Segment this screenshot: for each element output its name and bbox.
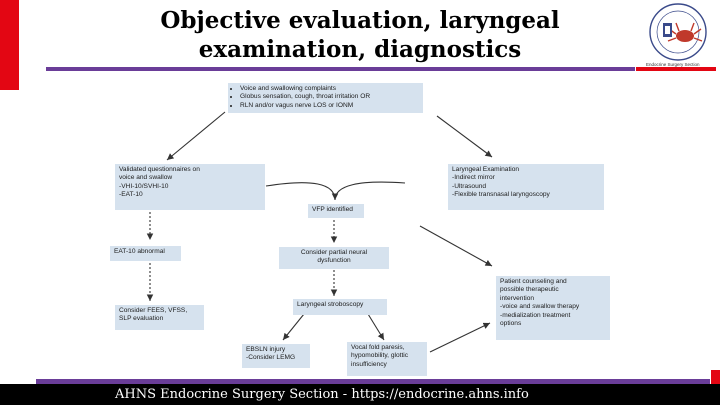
vfp-identified-box: VFP identified	[308, 204, 364, 218]
ebsln-box: EBSLN injury -Consider LEMG	[242, 344, 310, 368]
footer-divider	[36, 379, 710, 384]
partial-line: Consider partial neural	[300, 249, 368, 256]
counseling-line: -voice and swallow therapy	[500, 303, 580, 311]
eat10-abnormal-box: EAT-10 abnormal	[110, 246, 181, 261]
title-line-2: examination, diagnostics	[198, 36, 522, 63]
fees-line: Consider FEES, VFSS,	[119, 307, 188, 314]
title-line-1: Objective evaluation, laryngeal	[160, 7, 560, 34]
questionnaires-line: voice and swallow	[119, 174, 173, 182]
paresis-line: Vocal fold paresis,	[351, 344, 405, 351]
exam-line: -Ultrasound	[452, 182, 487, 190]
left-accent-bar	[0, 0, 19, 90]
stroboscopy-box: Laryngeal stroboscopy	[293, 299, 387, 315]
symptoms-box: Voice and swallowing complaints Globus s…	[228, 83, 423, 113]
slide-title: Objective evaluation, laryngeal examinat…	[100, 6, 620, 64]
counseling-line: -medialization treatment	[500, 311, 571, 319]
laryngeal-exam-box: Laryngeal Examination -Indirect mirror -…	[448, 164, 604, 210]
stroboscopy-label: Laryngeal stroboscopy	[297, 301, 364, 308]
paresis-line: hypomobility, glottic	[351, 352, 409, 360]
questionnaires-line: -EAT-10	[119, 191, 143, 199]
ebsln-line: -Consider LEMG	[246, 354, 296, 362]
footer-bar	[0, 384, 720, 405]
title-divider	[46, 67, 635, 71]
fees-box: Consider FEES, VFSS, SLP evaluation	[115, 305, 204, 330]
counseling-line: intervention	[500, 294, 535, 302]
counseling-box: Patient counseling and possible therapeu…	[496, 276, 610, 340]
exam-line: -Flexible transnasal laryngoscopy	[452, 191, 550, 199]
counseling-line: Patient counseling and	[500, 278, 567, 285]
partial-line: dysfunction	[317, 257, 351, 265]
vfp-label: VFP identified	[312, 206, 353, 213]
counseling-line: possible therapeutic	[500, 286, 559, 294]
partial-dysfunction-box: Consider partial neural dysfunction	[279, 247, 389, 269]
exam-line: -Indirect mirror	[452, 174, 495, 182]
footer-text: AHNS Endocrine Surgery Section - https:/…	[115, 387, 529, 402]
symptom-item: Voice and swallowing complaints	[240, 85, 419, 93]
counseling-line: options	[500, 320, 522, 328]
questionnaires-line: Validated questionnaires on	[119, 166, 200, 173]
paresis-line: insufficiency	[351, 360, 387, 368]
title-divider-accent	[636, 67, 716, 71]
questionnaires-line: -VHI-10/SVHI-10	[119, 182, 169, 190]
symptom-item: RLN and/or vagus nerve LOS or IONM	[240, 102, 419, 110]
questionnaires-box: Validated questionnaires on voice and sw…	[115, 164, 265, 210]
symptom-item: Globus sensation, cough, throat irritati…	[240, 93, 419, 101]
paresis-box: Vocal fold paresis, hypomobility, glotti…	[347, 342, 427, 376]
eat10-label: EAT-10 abnormal	[114, 248, 165, 255]
ahns-logo-icon	[649, 3, 707, 61]
ebsln-line: EBSLN injury	[246, 346, 286, 353]
fees-line: SLP evaluation	[119, 315, 164, 323]
exam-line: Laryngeal Examination	[452, 166, 520, 173]
logo-caption: Endocrine Surgery Section	[646, 62, 700, 67]
